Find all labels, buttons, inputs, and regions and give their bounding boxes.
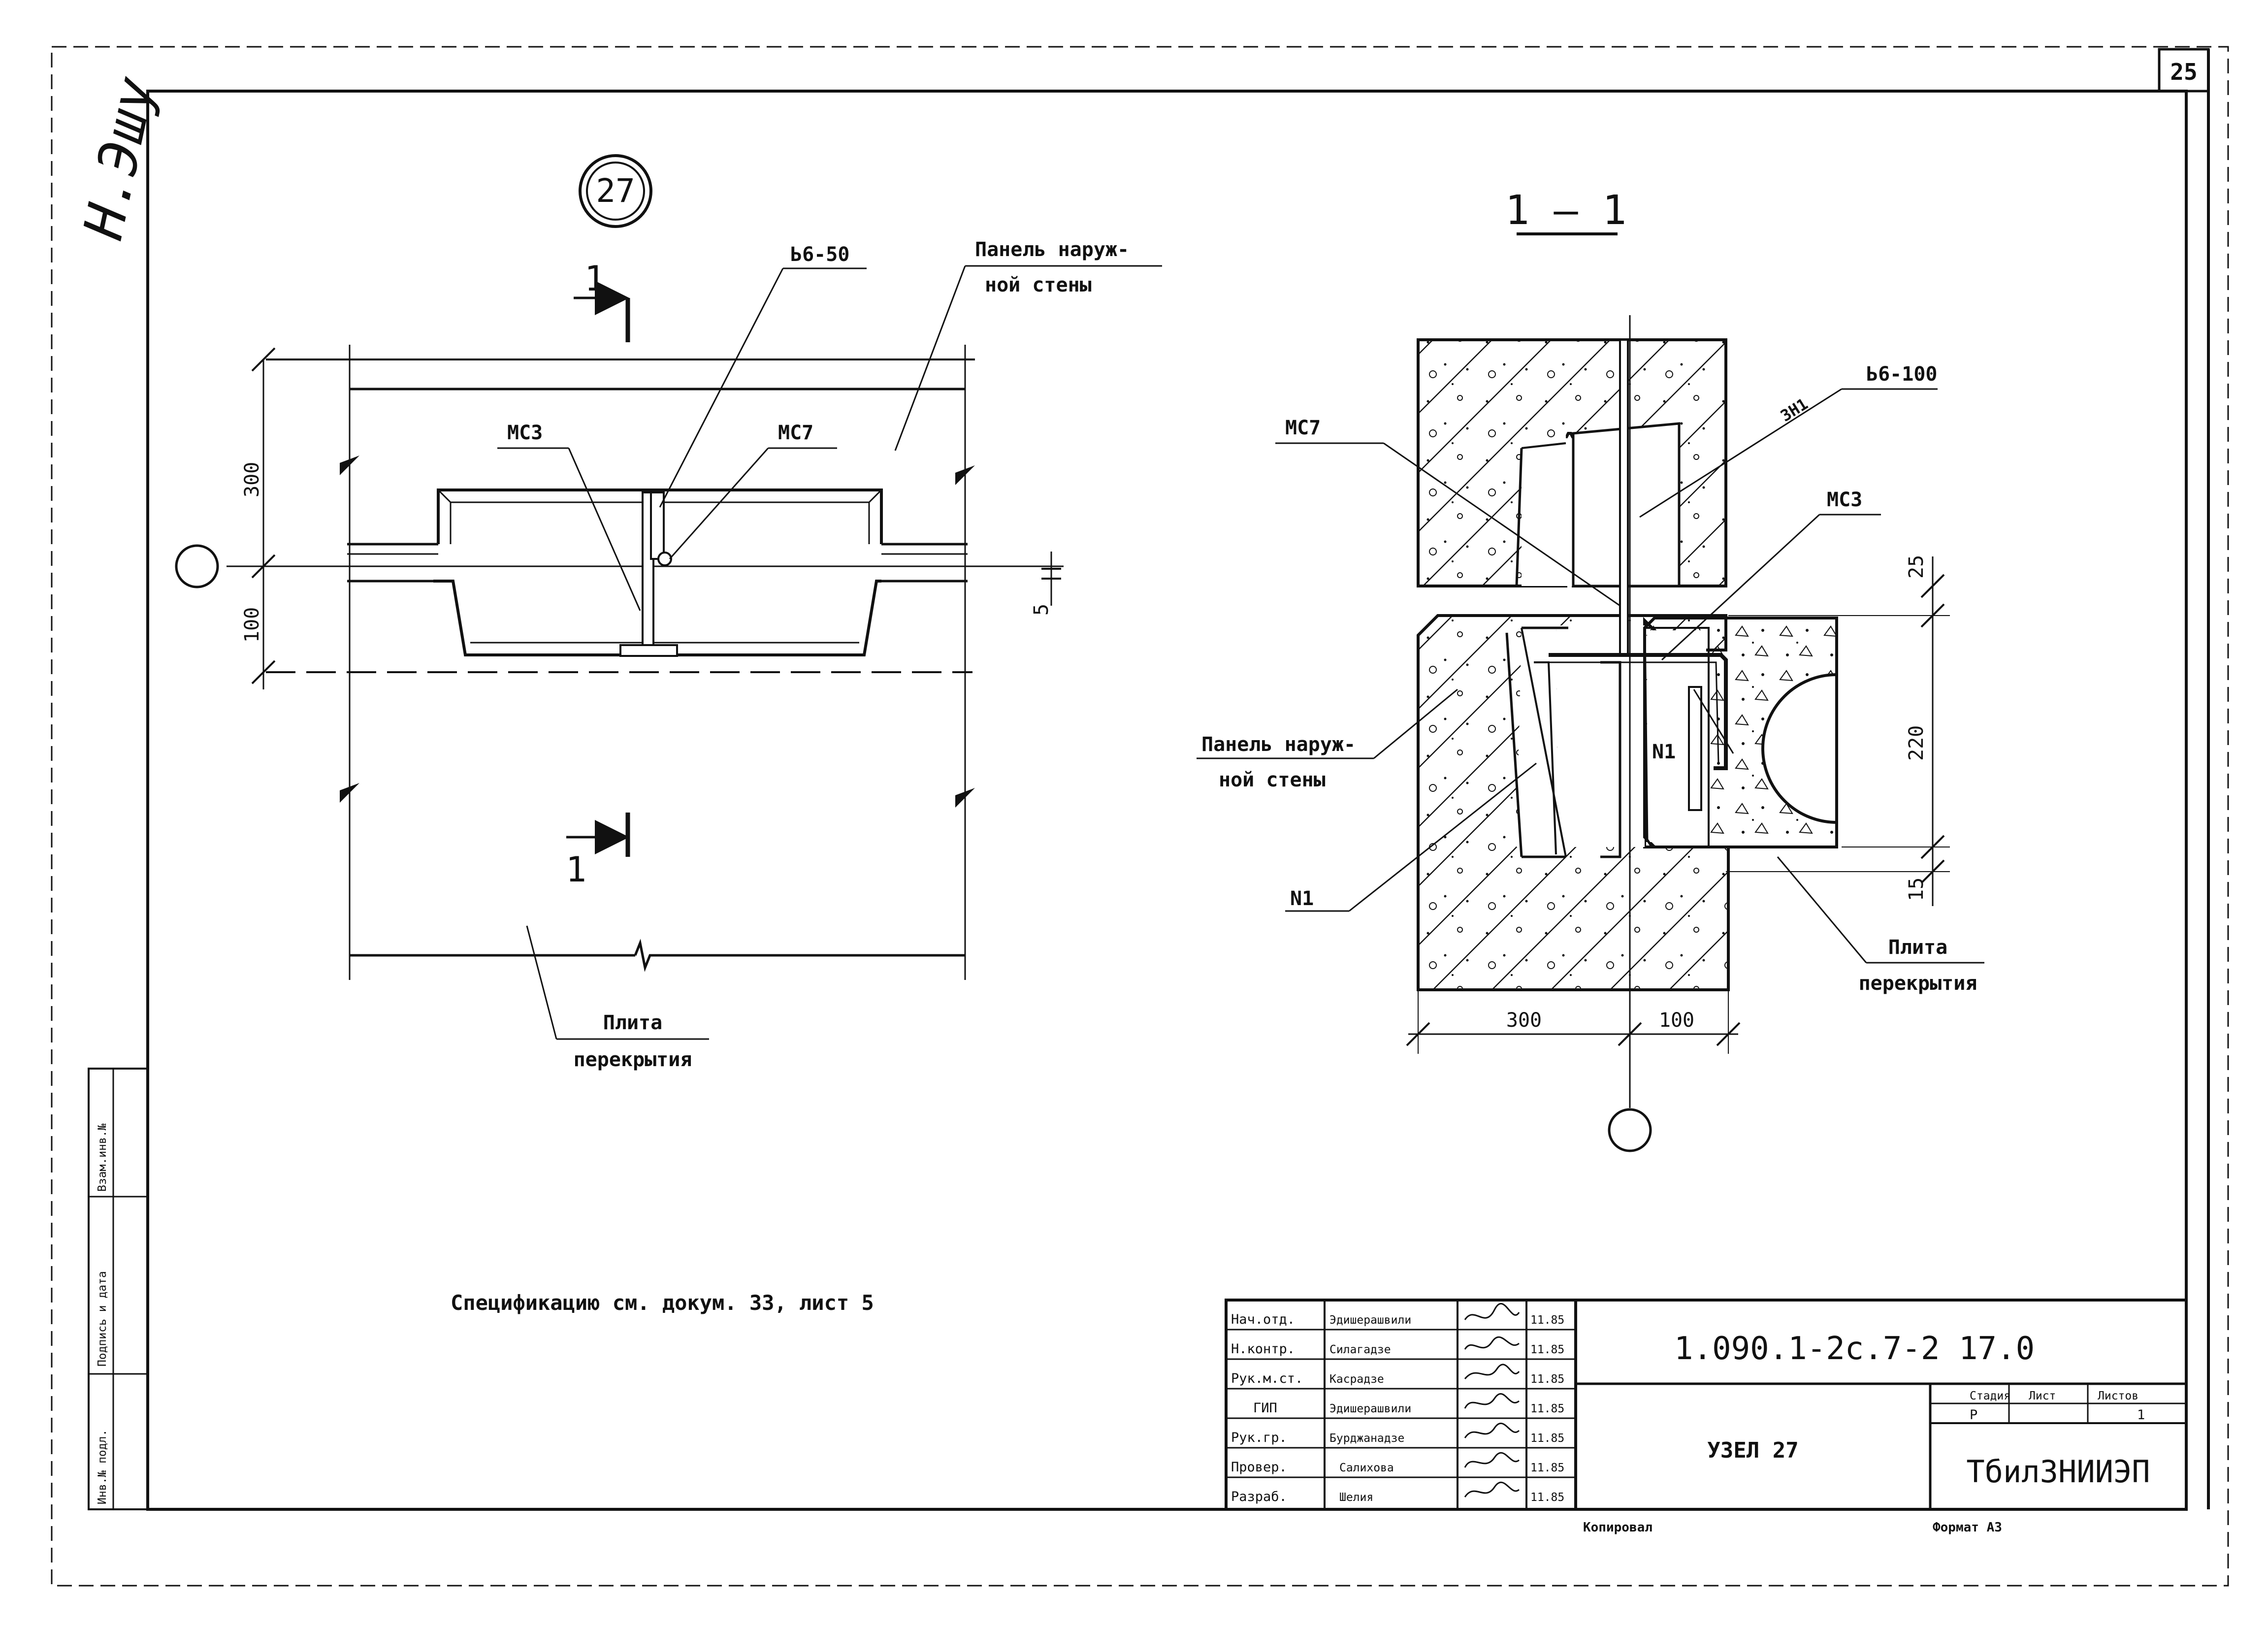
section-label-panel-1: Панель наруж- [1201,733,1356,756]
section-label-panel-2: ной стены [1219,769,1326,791]
side-stamp: Взам.инв.№ Подпись и дата Инв.№ подл. [88,1068,149,1510]
plan-label-slab-1: Плита [603,1011,662,1034]
side-stamp-sign: Подпись и дата [96,1271,109,1367]
dim-plan-300: 300 [241,462,263,497]
tb-date-3: 11.85 [1530,1402,1564,1415]
dim-plan-5: 5 [1030,604,1053,616]
section-label-slab-1: Плита [1888,936,1947,959]
section-label-mc3: МС3 [1827,488,1862,511]
dim-section-220: 220 [1905,725,1928,761]
tb-role-1: Н.контр. [1231,1341,1295,1357]
section-label-slab-2: перекрытия [1859,972,1977,995]
node-number: 27 [596,172,635,210]
tb-role-0: Нач.отд. [1231,1312,1295,1327]
dim-plan-100: 100 [241,607,263,643]
plan-label-mc3: МС3 [507,422,543,444]
section-label-mc7: МС7 [1285,417,1321,439]
section-label-zn1: ЗН1 [1777,394,1811,425]
tb-date-2: 11.85 [1530,1373,1564,1386]
dim-section-15: 15 [1905,878,1928,901]
dim-section-25: 25 [1905,555,1928,579]
footer-copied: Копировал [1583,1520,1652,1535]
plan-label-slab-2: перекрытия [574,1048,692,1071]
tb-sheets-header: Листов [2098,1390,2138,1402]
plan-label-mc7: МС7 [778,422,813,444]
page-number: 25 [2170,59,2197,85]
tb-name-5: Салихова [1339,1462,1394,1474]
tb-name-0: Эдишерашвили [1329,1314,1411,1327]
tb-date-1: 11.85 [1530,1343,1564,1356]
side-stamp-inv: Инв.№ подл. [96,1430,109,1504]
tb-name-2: Касрадзе [1329,1373,1384,1386]
plan-view: 27 [175,154,1162,1071]
dim-section-100: 100 [1659,1009,1694,1032]
tb-sheet-header: Лист [2029,1390,2056,1402]
plan-label-panel-1: Панель наруж- [975,238,1129,261]
tb-name-4: Бурджанадзе [1329,1432,1404,1445]
tb-name-6: Шелия [1339,1491,1373,1504]
tb-sheets-value: 1 [2137,1407,2145,1423]
sheet-frame [51,46,2229,1587]
section-label-n1-inner: N1 [1652,741,1676,763]
tb-date-0: 11.85 [1530,1314,1564,1327]
tb-stage-value: Р [1970,1407,1977,1423]
section-label-weld: Ь6-100 [1866,363,1938,386]
tb-stage-header: Стадия [1970,1390,2010,1402]
section-title: 1 – 1 [1505,187,1627,234]
tb-role-2: Рук.м.ст. [1231,1371,1303,1386]
handwritten-signature: Н.Эшу [71,71,167,244]
tb-role-4: Рук.гр. [1231,1430,1287,1445]
footer-format: Формат А3 [1933,1520,2002,1535]
tb-doc-code: 1.090.1-2с.7-2 17.0 [1674,1331,2035,1367]
section-view: 1 – 1 [1197,187,1984,1152]
tb-role-6: Разраб. [1231,1489,1287,1504]
side-stamp-vzam: Взам.инв.№ [96,1123,109,1192]
tb-drawing-name: УЗЕЛ 27 [1707,1438,1798,1463]
section-mark-bottom: 1 [566,849,586,890]
tb-role-3: ГИП [1253,1400,1277,1416]
tb-date-6: 11.85 [1530,1491,1564,1504]
tb-date-4: 11.85 [1530,1432,1564,1445]
title-block: Нач.отд. Эдишерашвили 11.85 Н.контр. Сил… [1225,1299,2188,1511]
page-number-box: 25 [2158,48,2210,93]
plan-label-panel-2: ной стены [985,274,1092,296]
tb-role-5: Провер. [1231,1460,1287,1475]
spec-note: Спецификацию см. докум. 33, лист 5 [451,1291,874,1315]
section-label-n1-bottom: N1 [1290,887,1314,910]
tb-name-1: Силагадзе [1329,1343,1391,1356]
plan-label-weld: Ь6-50 [790,243,849,266]
tb-organization: ТбилЗНИИЭП [1966,1454,2150,1490]
section-mark-top: 1 [584,259,605,299]
dim-section-300: 300 [1506,1009,1542,1032]
tb-date-5: 11.85 [1530,1462,1564,1474]
tb-name-3: Эдишерашвили [1329,1402,1411,1415]
